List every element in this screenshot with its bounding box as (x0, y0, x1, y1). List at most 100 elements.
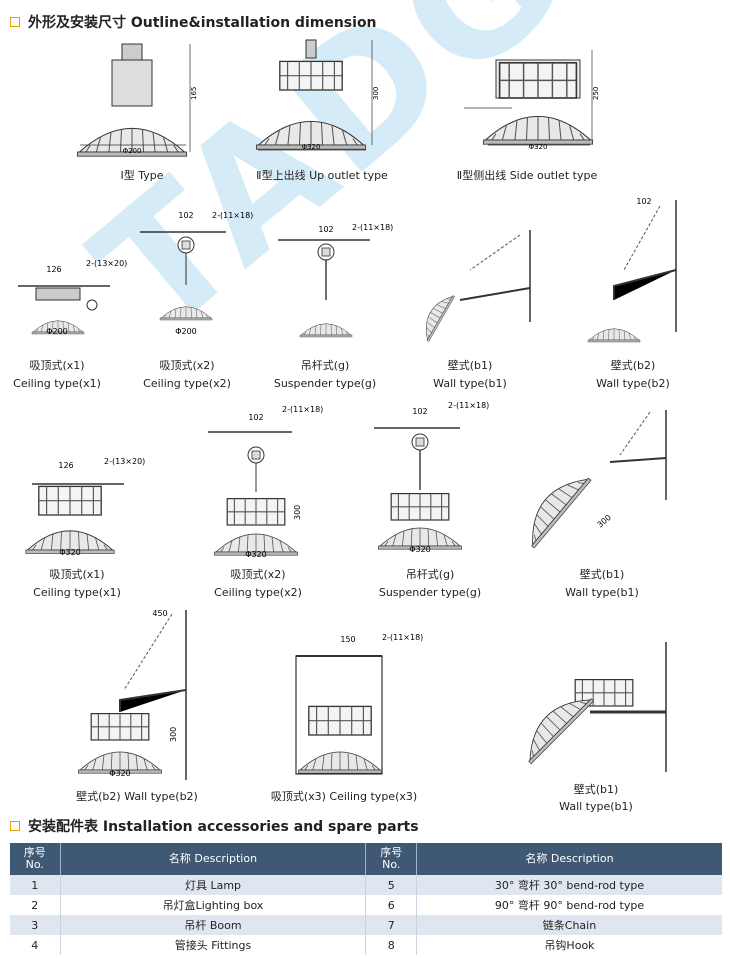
caption-r2c2-cn: 吸顶式(x2) (159, 359, 215, 372)
cell-desc: 吊灯盒Lighting box (60, 895, 367, 915)
dim-r3-phi320c: Φ320 (409, 545, 431, 554)
caption-r3c2-en: Ceiling type(x2) (214, 586, 302, 599)
cell-no: 3 (10, 915, 61, 935)
dim-r2-13x20: 2-(13×20) (86, 259, 127, 268)
caption-type2-side: Ⅱ型侧出线 Side outlet type (456, 169, 598, 182)
caption-r2c3-en: Suspender type(g) (273, 377, 377, 390)
cell-desc: 吊杆 Boom (60, 915, 367, 935)
cell-no: 8 (365, 935, 417, 955)
dim-r3-phi320a: Φ320 (59, 548, 81, 557)
dim-r2-126: 126 (46, 265, 61, 274)
caption-r3c2-cn: 吸顶式(x2) (230, 568, 286, 581)
dim-r2-11x18a: 2-(11×18) (212, 211, 253, 220)
caption-type2-up: Ⅱ型上出线 Up outlet type (256, 169, 388, 182)
bullet-square-icon (10, 821, 20, 831)
table-row: 1 灯具 Lamp 5 30° 弯杆 30° bend-rod type (10, 875, 722, 895)
section-title-outline: 外形及安装尺寸 Outline&installation dimension (10, 12, 377, 32)
dim-r2-phi200a: Φ200 (46, 327, 68, 336)
dim-r3-phi320b: Φ320 (245, 550, 267, 559)
caption-r2c5-en: Wall type(b2) (596, 377, 670, 390)
caption-r3c3-cn: 吊杆式(g) (405, 568, 455, 581)
dim-d320a: Φ320 (302, 143, 321, 151)
cell-desc: 链条Chain (416, 915, 722, 935)
dim-r2-11x18b: 2-(11×18) (352, 223, 393, 232)
dim-r4-450: 450 (152, 609, 167, 618)
dim-h165: 165 (190, 87, 198, 100)
dim-h300: 300 (372, 87, 380, 100)
dim-r3-11x18b: 2-(11×18) (448, 401, 489, 410)
caption-r2c4-en: Wall type(b1) (433, 377, 507, 390)
cell-desc: 吊钩Hook (416, 935, 722, 955)
cell-no: 2 (10, 895, 61, 915)
dim-h250: 250 (592, 87, 600, 100)
type2-up-lamp (255, 39, 373, 151)
dim-r2-102c: 102 (636, 197, 651, 206)
table-header-row: 序号 No. 名称 Description 序号 No. 名称 Descript… (10, 843, 722, 875)
type1-lamp (76, 43, 191, 157)
caption-r2c2-en: Ceiling type(x2) (143, 377, 231, 390)
dim-r3-300a: 300 (293, 505, 302, 520)
cell-no: 6 (365, 895, 417, 915)
dim-d320b: Φ320 (529, 143, 548, 151)
caption-r3c3-en: Suspender type(g) (378, 586, 482, 599)
caption-r4c1: 壁式(b2) Wall type(b2) (76, 790, 198, 803)
caption-r3c4-cn: 壁式(b1) (579, 568, 625, 581)
row2-suspender-g (278, 239, 370, 338)
dim-r2-102b: 102 (318, 225, 333, 234)
cell-desc: 灯具 Lamp (60, 875, 367, 895)
dim-r3-126: 126 (58, 461, 73, 470)
caption-r4c3-cn: 壁式(b1) (573, 783, 619, 796)
header-desc-2: 名称 Description (416, 843, 722, 875)
accessories-table: 序号 No. 名称 Description 序号 No. 名称 Descript… (10, 843, 722, 955)
row4-ceiling-x3 (295, 655, 383, 775)
row2-wall-b2 (587, 200, 677, 343)
dim-r4-300a: 300 (169, 727, 178, 742)
section-title-text: 安装配件表 Installation accessories and spare… (28, 819, 419, 835)
header-no-1: 序号 No. (10, 843, 61, 875)
row3-ceiling-x1 (25, 483, 124, 554)
dim-r2-phi200b: Φ200 (175, 327, 197, 336)
header-desc-1: 名称 Description (60, 843, 367, 875)
caption-r4c3-en: Wall type(b1) (559, 800, 633, 813)
row2-ceiling-x1 (18, 285, 110, 335)
dim-r2-102a: 102 (178, 211, 193, 220)
cell-no: 4 (10, 935, 61, 955)
section-title-text: 外形及安装尺寸 Outline&installation dimension (28, 15, 377, 31)
caption-r2c1-cn: 吸顶式(x1) (29, 359, 85, 372)
dim-r4-150: 150 (340, 635, 355, 644)
caption-r2c3-cn: 吊杆式(g) (300, 359, 350, 372)
row2-wall-b1 (417, 230, 531, 342)
row2-ceiling-x2 (140, 231, 226, 321)
caption-r3c1-en: Ceiling type(x1) (33, 586, 121, 599)
caption-type1: Ⅰ型 Type (120, 169, 164, 182)
dimension-drawing: Φ200 165 Φ320 300 Φ320 250 126 2-(13×20)… (18, 39, 677, 780)
table-row: 2 吊灯盒Lighting box 6 90° 弯杆 90° bend-rod … (10, 895, 722, 915)
caption-r3c4-en: Wall type(b1) (565, 586, 639, 599)
cell-no: 7 (365, 915, 417, 935)
header-no-2-text: 序号 No. (380, 846, 403, 871)
dim-r3-102a: 102 (248, 413, 263, 422)
header-no-2: 序号 No. (365, 843, 417, 875)
cell-no: 5 (365, 875, 417, 895)
cell-desc: 管接头 Fittings (60, 935, 367, 955)
dim-r3-13x20: 2-(13×20) (104, 457, 145, 466)
dim-r3-11x18a: 2-(11×18) (282, 405, 323, 414)
caption-r2c4-cn: 壁式(b1) (447, 359, 493, 372)
dim-r4-phi320: Φ320 (109, 769, 131, 778)
caption-r4c2: 吸顶式(x3) Ceiling type(x3) (270, 790, 418, 803)
row3-suspender-g (374, 427, 463, 550)
cell-desc: 90° 弯杆 90° bend-rod type (416, 895, 722, 915)
dim-r4-11x18: 2-(11×18) (382, 633, 423, 642)
cell-no: 1 (10, 875, 61, 895)
table-row: 3 吊杆 Boom 7 链条Chain (10, 915, 722, 935)
caption-r2c1-en: Ceiling type(x1) (13, 377, 101, 390)
type2-side-lamp (464, 50, 594, 146)
cell-desc: 30° 弯杆 30° bend-rod type (416, 875, 722, 895)
bullet-square-icon (10, 17, 20, 27)
dim-r3-102b: 102 (412, 407, 427, 416)
section-title-accessories: 安装配件表 Installation accessories and spare… (10, 816, 419, 836)
header-no-1-text: 序号 No. (23, 846, 46, 871)
row3-ceiling-x2 (208, 431, 299, 556)
caption-r3c1-cn: 吸顶式(x1) (49, 568, 105, 581)
caption-r2c5-cn: 壁式(b2) (610, 359, 656, 372)
